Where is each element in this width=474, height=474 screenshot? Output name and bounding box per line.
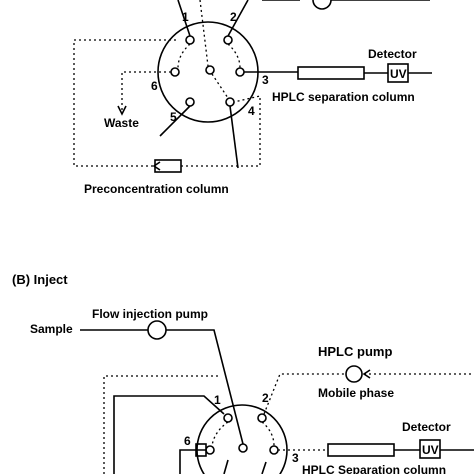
load-line-port6-waste: [121, 71, 171, 110]
load-preconc-loop-left: [73, 39, 176, 167]
load-port-4: 4: [248, 104, 255, 118]
load-port-hole-3: [235, 67, 245, 77]
load-port-hole-2: [223, 35, 233, 45]
load-line-port5: [159, 105, 191, 137]
load-hplc-column-label: HPLC separation column: [272, 90, 415, 104]
inject-uv-box: [419, 439, 441, 459]
load-port-hole-6: [170, 67, 180, 77]
inject-internal-channel-a: [211, 421, 229, 447]
inject-line-port1: [113, 395, 225, 474]
inject-internal-channel-b: [261, 421, 275, 447]
load-preconc-label: Preconcentration column: [84, 182, 229, 196]
load-port-1: 1: [182, 10, 189, 24]
load-port-3: 3: [262, 73, 269, 87]
load-uv-label: UV: [390, 67, 407, 81]
load-waste-label: Waste: [104, 116, 139, 130]
inject-port-3: 3: [292, 451, 299, 465]
inject-port-1: 1: [214, 393, 221, 407]
inject-port6-fitting: [195, 443, 207, 457]
inject-port-hole-6: [205, 445, 215, 455]
inject-hplc-column-label: HPLC Separation column: [302, 463, 446, 474]
load-port-2: 2: [230, 10, 237, 24]
load-line-port2-top: [227, 0, 249, 37]
load-line-port1-top: [177, 0, 191, 37]
inject-hplc-pump-icon: [345, 365, 363, 383]
inject-mobile-phase-arrow: [362, 369, 371, 379]
inject-mobile-phase-label: Mobile phase: [318, 386, 394, 400]
inject-flow-pump-line: [166, 329, 244, 445]
inject-port-hole-2: [257, 413, 267, 423]
inject-detector-label: Detector: [402, 420, 451, 434]
load-detector-label: Detector: [368, 47, 417, 61]
load-port-hole-4: [225, 97, 235, 107]
inject-flow-pump-label: Flow injection pump: [92, 307, 208, 321]
inject-bottom-stub-left: [223, 459, 229, 474]
load-panel: UV Detector HPLC separation column Waste…: [73, 0, 432, 196]
inject-panel: (B) Inject Flow injection pump Sample HP…: [12, 272, 474, 474]
load-waste-arrow: [117, 105, 127, 116]
inject-flow-pump-icon: [147, 320, 167, 340]
inject-port-6: 6: [184, 434, 191, 448]
inject-port-hole-1: [223, 413, 233, 423]
load-line-center-top: [199, 0, 209, 67]
load-port-6: 6: [151, 79, 158, 93]
inject-hplc-pump-label: HPLC pump: [318, 344, 392, 359]
inject-sample-label: Sample: [30, 322, 73, 336]
load-preconc-column-arrow: [152, 161, 161, 171]
inject-line-port6: [179, 449, 206, 474]
load-internal-channel-b: [227, 43, 241, 69]
inject-dashed-loop-left: [103, 375, 218, 474]
load-line-port4: [229, 105, 239, 169]
load-port-hole-5: [185, 97, 195, 107]
inject-bottom-stub-right: [261, 461, 267, 474]
load-hplc-column: [297, 66, 365, 80]
inject-hplc-column: [327, 443, 395, 457]
inject-panel-title: (B) Inject: [12, 272, 68, 287]
inject-port-hole-center: [238, 443, 248, 453]
load-internal-channel-a: [177, 43, 191, 69]
load-valve-ports: [170, 35, 245, 107]
load-port-5: 5: [170, 110, 177, 124]
load-valve-body: [157, 21, 259, 123]
load-internal-channel-c: [211, 73, 229, 99]
inject-port-2: 2: [262, 391, 269, 405]
inject-port-hole-3: [269, 445, 279, 455]
load-pump-icon: [312, 0, 332, 10]
load-port-hole-1: [185, 35, 195, 45]
inject-uv-label: UV: [422, 443, 439, 457]
load-port-hole-center: [205, 65, 215, 75]
